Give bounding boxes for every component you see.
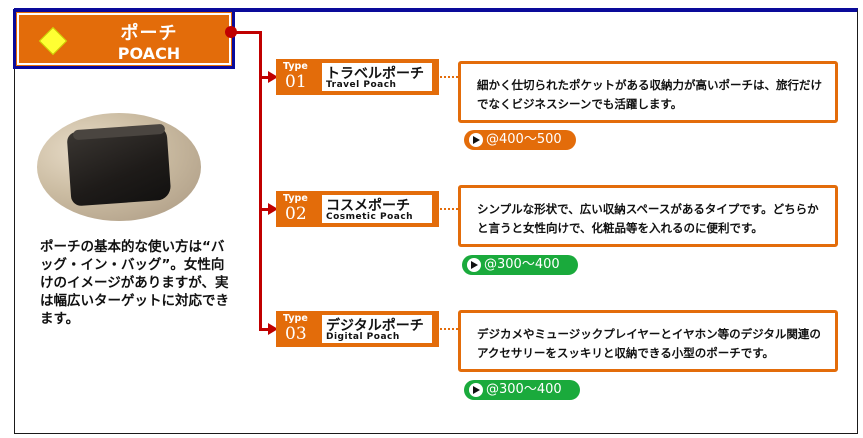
type-number: 01 [285,72,307,92]
price-badge-02: @300～400 [462,255,578,275]
connector-line [235,31,261,34]
connector-line [259,31,262,331]
section-header: ポーチ POACH [13,9,235,69]
price-text: @400～500 [486,132,562,147]
info-text: シンプルな形状で、広い収納スペースがあるタイプです。どちらかと言うと女性向けで、… [477,202,819,235]
type-label: Type [283,193,308,204]
price-text: @300～400 [486,382,562,397]
intro-text: ポーチの基本的な使い方は“バッグ・イン・バッグ”。女性向けのイメージがありますが… [40,239,229,327]
info-box-01: 細かく仕切られたポケットがある収納力が高いポーチは、旅行だけでなくビジネスシーン… [458,61,838,123]
arrow-icon [268,203,278,215]
price-badge-01: @400～500 [464,130,576,150]
play-icon [469,133,483,147]
type-box-03: Type 03 デジタルポーチ Digital Poach [276,311,439,347]
type-subtitle: Digital Poach [326,332,400,342]
price-text: @300～400 [484,257,560,272]
type-box-01: Type 01 トラベルポーチ Travel Poach [276,59,439,95]
connector-branch [259,76,269,79]
type-subtitle: Travel Poach [326,80,397,90]
pouch-photo [37,113,201,221]
type-name: トラベルポーチ [326,66,424,82]
dotted-connector [440,328,458,330]
arrow-icon [268,71,278,83]
type-number: 03 [285,324,307,344]
type-subtitle: Cosmetic Poach [326,212,414,222]
type-name: コスメポーチ [326,198,410,214]
arrow-icon [268,323,278,335]
type-name: デジタルポーチ [326,318,424,334]
info-box-03: デジカメやミュージックプレイヤーとイヤホン等のデジタル関連のアクセサリーをスッキ… [458,310,838,372]
type-number: 02 [285,204,307,224]
price-badge-03: @300～400 [464,380,580,400]
dotted-connector [440,76,458,78]
connector-dot [225,26,237,38]
info-box-02: シンプルな形状で、広い収納スペースがあるタイプです。どちらかと言うと女性向けで、… [458,185,838,247]
connector-branch [259,328,269,331]
play-icon [467,258,481,272]
type-box-02: Type 02 コスメポーチ Cosmetic Poach [276,191,439,227]
dotted-connector [440,208,458,210]
connector-branch [259,208,269,211]
type-label: Type [283,313,308,324]
play-icon [469,383,483,397]
info-text: デジカメやミュージックプレイヤーとイヤホン等のデジタル関連のアクセサリーをスッキ… [477,327,821,360]
type-label: Type [283,61,308,72]
header-title-jp: ポーチ [120,23,178,44]
info-text: 細かく仕切られたポケットがある収納力が高いポーチは、旅行だけでなくビジネスシーン… [477,78,822,111]
header-title-en: POACH [117,44,181,63]
